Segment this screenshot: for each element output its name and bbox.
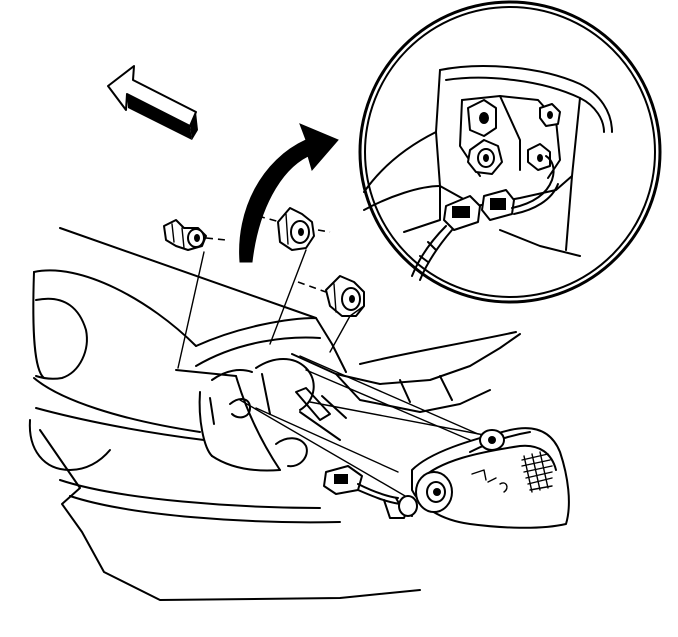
push-pin-retainer xyxy=(277,207,315,251)
curved-removal-arrow xyxy=(239,123,339,263)
lamp-assembly xyxy=(395,427,570,529)
lens-texture xyxy=(521,451,553,493)
projection-lines xyxy=(239,355,501,501)
rear-quarter-panel xyxy=(28,227,521,601)
direction-arrow xyxy=(107,65,198,140)
detail-magnifier xyxy=(358,0,662,304)
wiring-connector xyxy=(323,465,411,519)
push-pin-retainer xyxy=(325,275,365,317)
push-pin-retainer xyxy=(163,219,207,251)
